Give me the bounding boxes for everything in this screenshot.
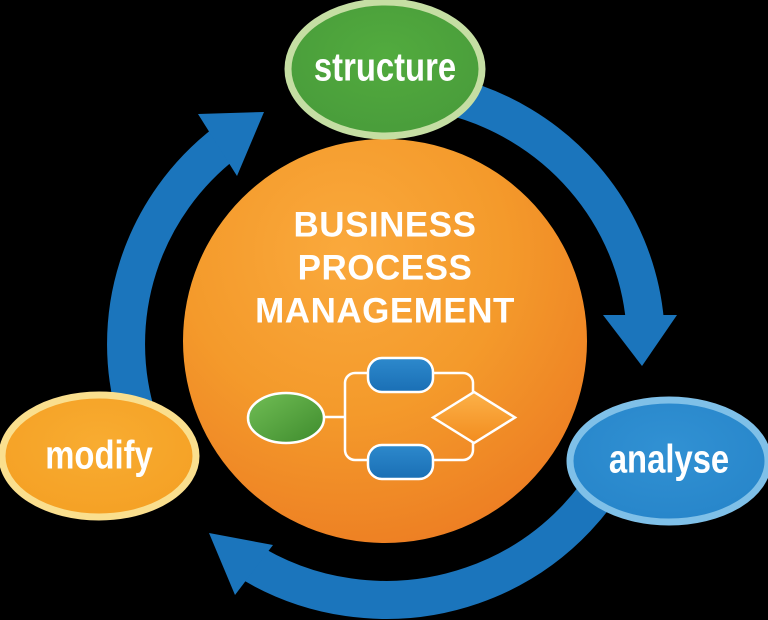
label-analyse: analyse bbox=[608, 437, 730, 482]
start-ellipse bbox=[246, 391, 326, 445]
label-modify: modify bbox=[45, 433, 153, 478]
node-modify bbox=[0, 391, 200, 521]
cycle-arrowheads bbox=[198, 112, 677, 595]
arrow-modify-to-structure bbox=[107, 127, 238, 425]
flowchart-icon bbox=[246, 356, 518, 481]
arrow-structure-to-analyse bbox=[444, 77, 664, 324]
arrowhead-to-modify bbox=[209, 533, 273, 595]
task-box-top bbox=[366, 356, 435, 394]
bpm-title-line1: BUSINESS bbox=[293, 205, 477, 245]
arrowhead-to-structure bbox=[198, 112, 264, 176]
bpm-center-circle bbox=[183, 139, 587, 543]
label-structure: structure bbox=[313, 45, 457, 90]
bpm-title-line3: MANAGEMENT bbox=[255, 291, 515, 331]
node-analyse bbox=[566, 396, 768, 526]
task-box-bottom bbox=[366, 443, 435, 481]
decision-diamond bbox=[430, 390, 518, 445]
arrowhead-to-analyse bbox=[603, 315, 677, 366]
bpm-title-line2: PROCESS bbox=[297, 248, 473, 288]
bpm-title: BUSINESS PROCESS MANAGEMENT bbox=[255, 204, 515, 333]
node-structure bbox=[284, 0, 486, 140]
